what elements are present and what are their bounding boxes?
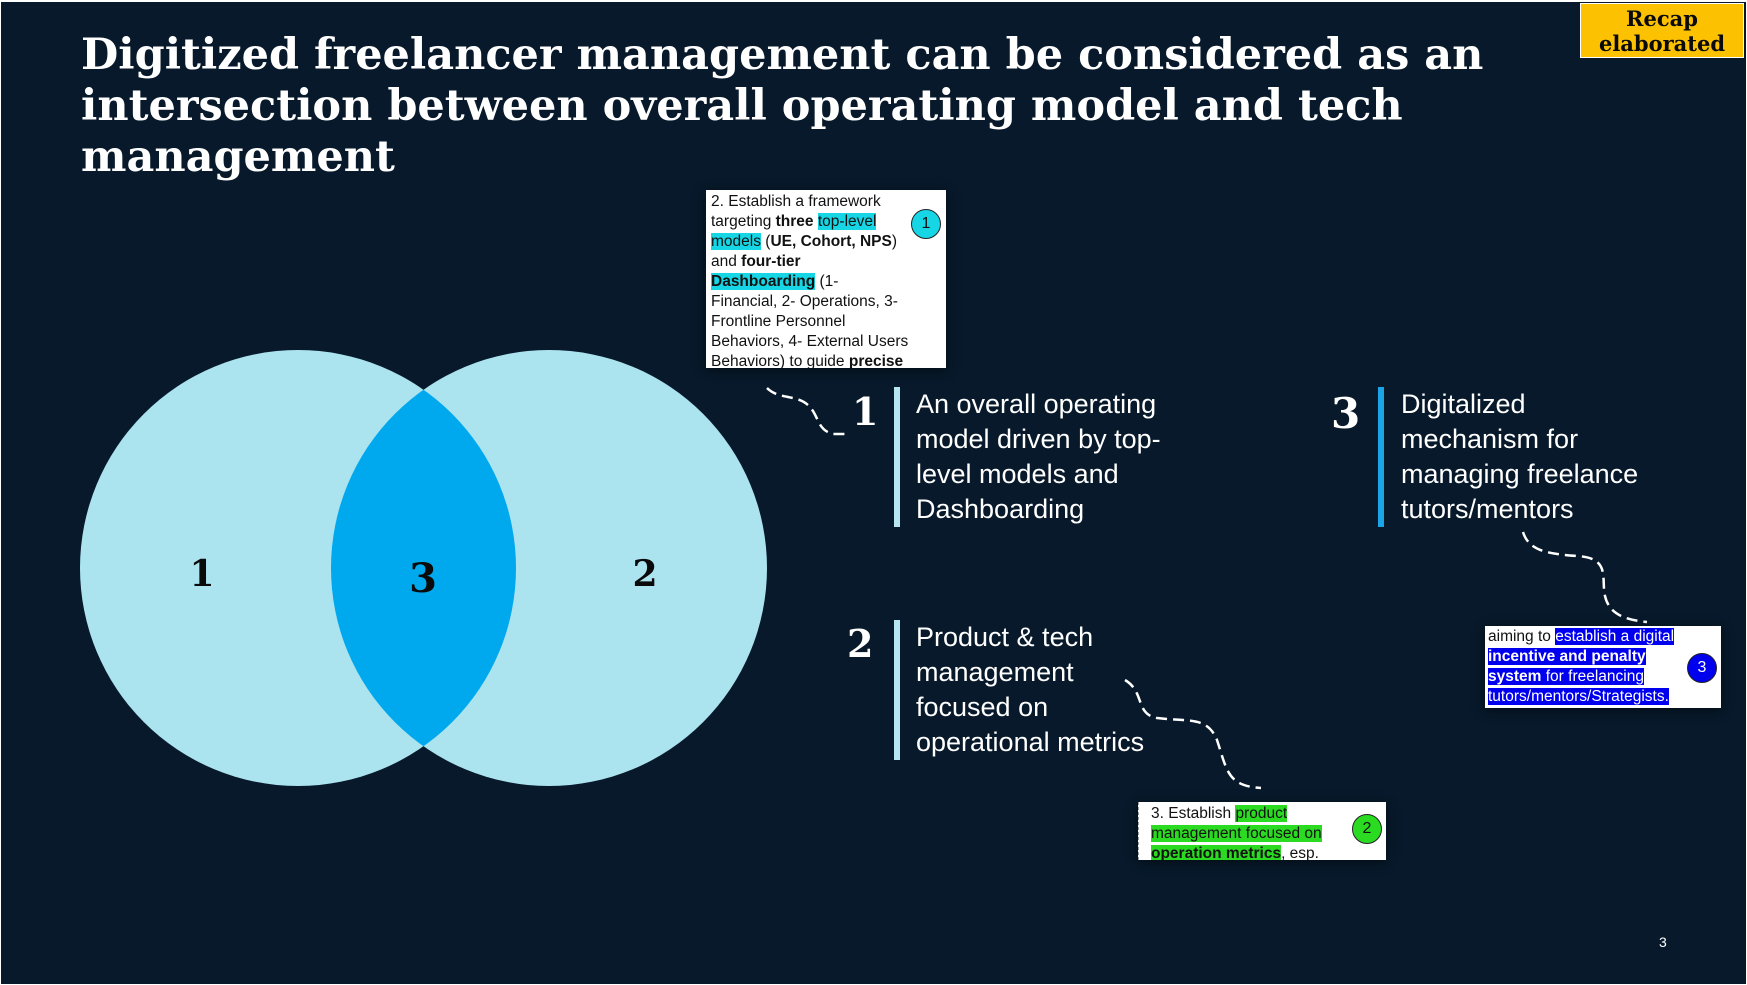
item-2-bar xyxy=(894,620,900,760)
callout-2-text-part: , esp. xyxy=(1281,845,1319,860)
callout-1-text-part: ) and xyxy=(711,233,898,270)
item-1-line-2: model driven by top- xyxy=(916,424,1161,454)
callout-3-highlight-digital: establish a digital xyxy=(1555,628,1675,645)
item-3-line-2: mechanism for xyxy=(1401,424,1579,454)
item-2-line-2: management xyxy=(916,657,1074,687)
callout-3-badge: 3 xyxy=(1687,653,1717,683)
callout-3: aiming to establish a digital incentive … xyxy=(1485,626,1721,708)
venn-label-2: 2 xyxy=(632,553,657,595)
item-3-text: Digitalized mechanism for managing freel… xyxy=(1401,387,1701,527)
callout-1-text-part: ( xyxy=(760,233,771,250)
callout-2-text: 3. Establish product management focused … xyxy=(1151,804,1336,860)
callout-1-bold-metrics: UE, Cohort, NPS xyxy=(770,233,892,250)
recap-tag-line-1: Recap xyxy=(1626,5,1698,31)
item-1-line-3: level models and xyxy=(916,459,1119,489)
callout-1: 2. Establish a framework targeting three… xyxy=(706,190,946,368)
callout-2-badge: 2 xyxy=(1352,814,1382,844)
item-1-number: 1 xyxy=(852,389,879,434)
venn-label-1: 1 xyxy=(189,553,214,595)
callout-1-text-part: (1- Financial, 2- Operations, 3- Frontli… xyxy=(711,273,909,368)
title-line-1: Digitized freelancer management can be c… xyxy=(81,30,1484,80)
item-3-number: 3 xyxy=(1331,389,1361,438)
connector-1 xyxy=(766,387,847,436)
item-1-text: An overall operating model driven by top… xyxy=(916,387,1216,527)
callout-2: 3. Establish product management focused … xyxy=(1138,802,1386,860)
callout-1-text-part: 2. Establish a framework targeting xyxy=(711,193,881,230)
callout-1-bold-operations: precise & refined daily operations xyxy=(848,353,904,368)
callout-1-highlight-dashboarding: Dashboarding xyxy=(711,273,816,290)
recap-tag: Recap elaborated xyxy=(1580,3,1744,58)
item-2-line-1: Product & tech xyxy=(916,622,1094,652)
callout-1-bold-three: three xyxy=(775,213,814,230)
callout-3-text: aiming to establish a digital incentive … xyxy=(1488,627,1693,707)
callout-2-highlight-metrics: operation metrics xyxy=(1151,845,1282,860)
item-2-line-4: operational metrics xyxy=(916,727,1145,757)
item-3-line-1: Digitalized xyxy=(1401,389,1526,419)
callout-1-bold-four-tier: four-tier xyxy=(741,253,801,270)
item-2-line-3: focused on xyxy=(916,692,1049,722)
venn-label-3: 3 xyxy=(409,555,437,602)
callout-1-badge: 1 xyxy=(911,209,941,239)
callout-1-text: 2. Establish a framework targeting three… xyxy=(711,192,909,368)
callout-2-text-part: 3. Establish xyxy=(1151,805,1236,822)
connector-2 xyxy=(1124,678,1262,790)
item-1-line-1: An overall operating xyxy=(916,389,1157,419)
slide-title: Digitized freelancer management can be c… xyxy=(81,30,1681,183)
item-3-bar xyxy=(1378,387,1384,527)
item-3-line-4: tutors/mentors xyxy=(1401,494,1574,524)
item-1-bar xyxy=(894,387,900,527)
recap-tag-line-2: elaborated xyxy=(1598,30,1726,56)
connector-3 xyxy=(1521,531,1648,624)
title-line-2: intersection between overall operating m… xyxy=(81,81,1403,182)
page-number: 3 xyxy=(1659,934,1667,950)
item-2-number: 2 xyxy=(847,621,874,666)
item-1-line-4: Dashboarding xyxy=(916,494,1085,524)
callout-3-text-part: aiming to xyxy=(1488,628,1556,645)
item-3-line-3: managing freelance xyxy=(1401,459,1639,489)
item-2-text: Product & tech management focused on ope… xyxy=(916,620,1216,760)
venn-overlap xyxy=(331,350,516,786)
